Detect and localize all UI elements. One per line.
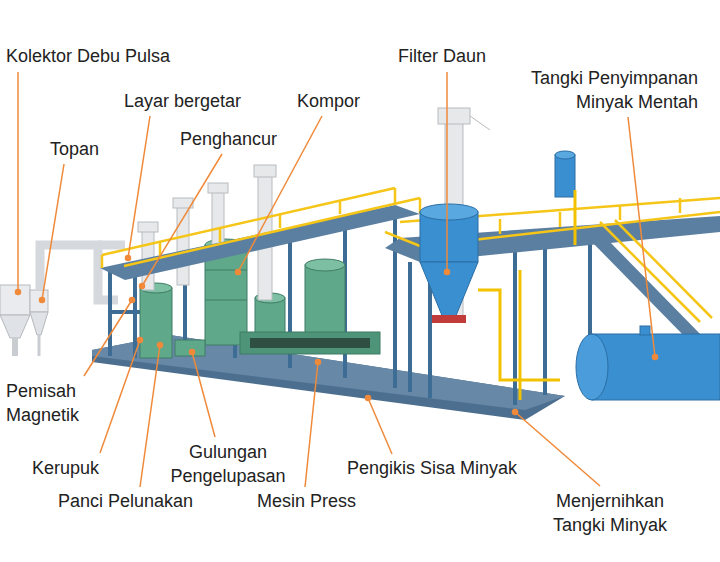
leader-lines [16, 72, 658, 487]
leaf-filter [420, 204, 478, 323]
dust-collector [0, 285, 48, 356]
platform-deck [100, 205, 420, 280]
part-label: Filter Daun [398, 44, 486, 68]
part-label: Topan [50, 137, 99, 161]
part-label: Kolektor Debu Pulsa [6, 44, 170, 68]
small-tank [555, 151, 575, 197]
bucket-elevators [138, 108, 490, 318]
crude-oil-tank [576, 326, 720, 400]
part-label: Layar bergetar [124, 89, 241, 113]
part-label: Penghancur [180, 127, 277, 151]
base-slab-top [92, 335, 565, 410]
part-label: Panci Pelunakan [58, 489, 193, 513]
part-label: Mesin Press [257, 489, 356, 513]
part-label: Tangki Penyimpanan Minyak Mentah [498, 66, 698, 114]
part-label: Pengikis Sisa Minyak [347, 456, 517, 480]
part-label: Pemisah Magnetik [6, 379, 106, 427]
part-label: Menjernihkan Tangki Minyak [530, 489, 690, 537]
part-label: Kompor [297, 89, 360, 113]
part-label: Kerupuk [32, 456, 99, 480]
part-label: Gulungan Pengelupasan [158, 440, 298, 488]
oil-pipes [478, 190, 575, 400]
